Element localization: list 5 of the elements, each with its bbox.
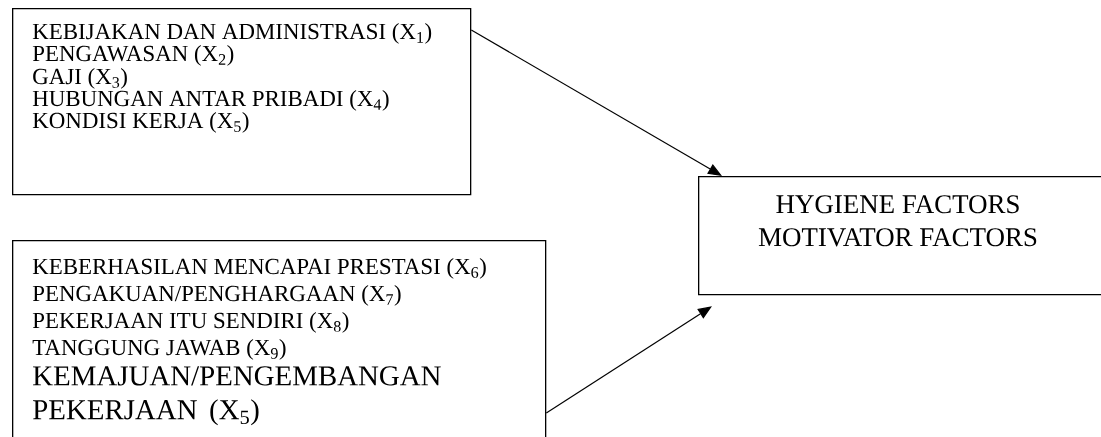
arrow xyxy=(470,29,722,176)
factor-box: KEBIJAKAN DAN ADMINISTRASI (X$_{1}$) PENGAWASAN (X$_{2}$) GAJI (X$_{3}$) HUBUNGAN ANTAR PRIBADI (X$_{4}$) KONDISI KERJA (X$_{5}$) xyxy=(12,8,472,196)
arrow xyxy=(545,306,712,414)
factor-box: KEBERHASILAN MENCAPAI PRESTASI (X$_{6}$) PENGAKUAN/PENGHARGAAN (X$_{7}$) PEKERJAAN ITU SENDIRI (X$_{8}$) TANGGUNG JAWAB (X$_{9}$) KEMAJUAN/PENGEMBANGAN PEKERJAAN (X$_{5}$) xyxy=(12,240,547,437)
factor-box: HYGIENE FACTORS MOTIVATOR FACTORS xyxy=(698,176,1101,296)
